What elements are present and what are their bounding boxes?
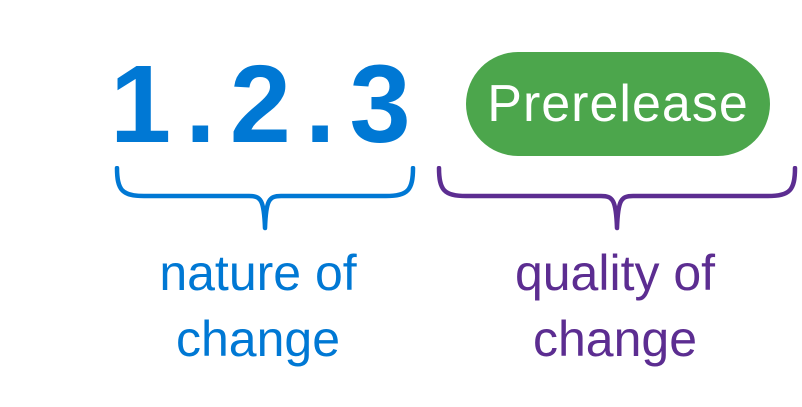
quality-underbrace-icon <box>436 166 798 231</box>
prerelease-badge-label: Prerelease <box>487 75 749 133</box>
nature-of-change-label: nature of change <box>159 245 357 367</box>
version-number: 1.2.3 <box>110 43 425 166</box>
nature-underbrace-icon <box>114 166 416 231</box>
quality-of-change-label: quality of change <box>514 245 716 367</box>
prerelease-badge: Prerelease <box>466 52 770 156</box>
